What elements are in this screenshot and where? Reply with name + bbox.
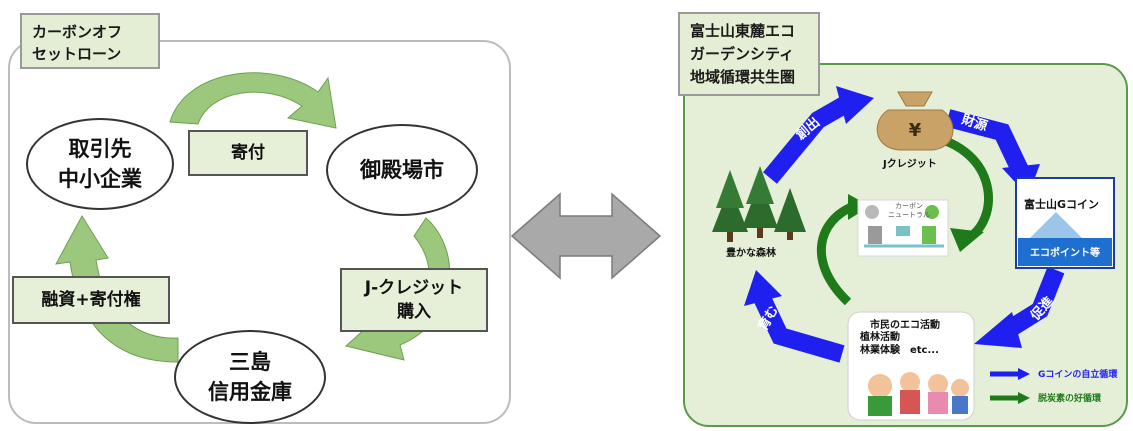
citizens-activities: 植林活動 林業体験 etc... bbox=[860, 332, 939, 356]
forest-label: 豊かな森林 bbox=[726, 248, 776, 259]
green-arrow-upper-head bbox=[950, 228, 984, 252]
blue-arrow-create bbox=[763, 96, 851, 184]
blue-arrow-create-head bbox=[836, 86, 874, 124]
legend-blue-arrow-head bbox=[1018, 368, 1030, 380]
legend-green-arrow-head bbox=[1018, 392, 1030, 404]
money-bag-icon: ¥ bbox=[876, 91, 954, 151]
left-title: カーボンオフ セットローン bbox=[20, 13, 160, 69]
citizens-illustration bbox=[847, 311, 975, 421]
node-bank: 三島 信用金庫 bbox=[174, 330, 326, 424]
gcoin-card bbox=[1015, 177, 1115, 269]
double-arrow bbox=[510, 192, 662, 280]
node-partners: 取引先 中小企業 bbox=[26, 118, 174, 210]
svg-text:¥: ¥ bbox=[909, 120, 922, 141]
carbon-neutral-text: カーボン ニュートラル bbox=[888, 202, 930, 219]
blue-arrow-nurture-head bbox=[744, 270, 782, 306]
carbon-neutral-image bbox=[857, 199, 949, 257]
node-city: 御殿場市 bbox=[326, 124, 478, 216]
blue-arrow-funding bbox=[945, 109, 1029, 174]
right-title: 富士山東麓エコ ガーデンシティ 地域循環共生圏 bbox=[678, 12, 820, 96]
flow-donation: 寄付 bbox=[188, 130, 308, 176]
flow-jcredit-purchase: J-クレジット 購入 bbox=[340, 268, 488, 332]
legend-green-label: 脱炭素の好循環 bbox=[1038, 394, 1102, 404]
blue-arrow-promote-head bbox=[974, 312, 1022, 348]
blue-arrow-nurture bbox=[753, 294, 845, 363]
gcoin-brand: 富士山Gコイン bbox=[1024, 198, 1100, 211]
forest-icon bbox=[712, 166, 806, 242]
citizens-title: 市民のエコ活動 bbox=[870, 320, 940, 331]
green-arrow-upper bbox=[927, 131, 993, 242]
flow-financing: 融資+寄付権 bbox=[12, 276, 170, 324]
jcredit-label: Jクレジット bbox=[883, 159, 937, 170]
green-arrow-lower bbox=[816, 201, 856, 306]
blue-arrow-promote bbox=[1003, 266, 1065, 338]
eco-points-label: エコポイント等 bbox=[1030, 248, 1100, 259]
legend-blue-label: Gコインの自立循環 bbox=[1038, 370, 1118, 380]
arc-arrow-top bbox=[169, 72, 337, 129]
arc-arrow-left bbox=[55, 215, 179, 363]
